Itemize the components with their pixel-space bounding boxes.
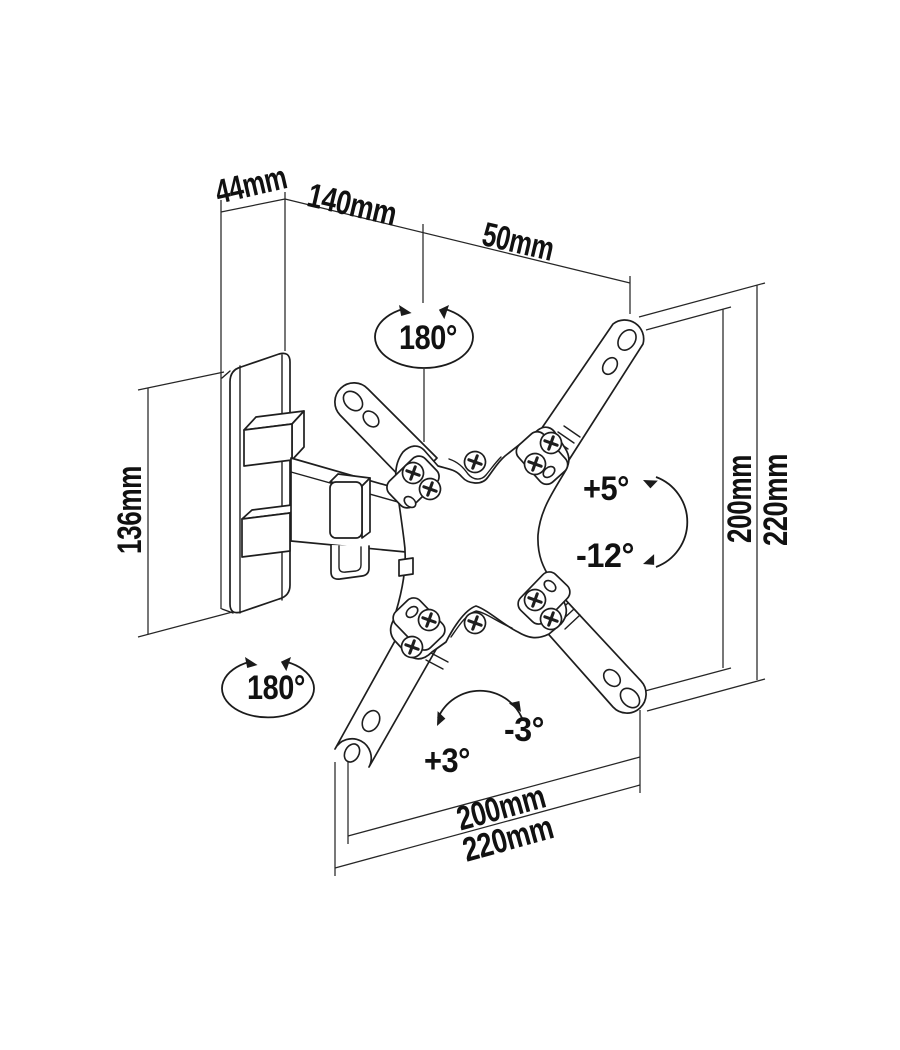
vesa-screws bbox=[400, 431, 563, 659]
dim-line-44mm bbox=[220, 198, 286, 213]
screw-icon bbox=[418, 477, 442, 501]
arm-slot-hole bbox=[619, 687, 641, 709]
wall-plate bbox=[221, 352, 291, 614]
arc-arrow-icon bbox=[280, 657, 291, 672]
arm-slot-hole bbox=[601, 356, 619, 376]
vesa-arm-top-right bbox=[532, 319, 645, 464]
dim-50mm-label: 50mm bbox=[479, 215, 558, 268]
screw-icon bbox=[539, 607, 563, 631]
angle-top-180-label: 180° bbox=[399, 319, 457, 357]
arc-arrow-icon bbox=[643, 480, 658, 489]
ext-line-136-bottom bbox=[137, 609, 241, 638]
pad-slot-hole bbox=[403, 495, 417, 509]
arm-flange-lines bbox=[425, 652, 449, 670]
swivel-bottom-arc bbox=[221, 661, 315, 719]
screw-icon bbox=[539, 431, 563, 455]
angle-minus3-label: -3° bbox=[504, 711, 544, 749]
ext-line-right-bottom-inner bbox=[644, 667, 732, 692]
dim-line-140mm-50mm bbox=[284, 198, 631, 284]
screw-icon bbox=[463, 450, 487, 474]
screw-icon bbox=[401, 461, 425, 485]
ext-line-136-top bbox=[137, 371, 225, 391]
angle-plus3-label: +3° bbox=[424, 742, 470, 780]
arc-arrow-icon bbox=[438, 305, 449, 320]
angle-plus5-label: +5° bbox=[583, 470, 629, 508]
ext-line-right-top-outer bbox=[638, 282, 766, 318]
arm-attachment-tab bbox=[398, 557, 414, 577]
cable-clip-inner bbox=[338, 545, 362, 573]
ext-line-right-bottom-outer bbox=[646, 678, 766, 712]
arc-arrow-icon bbox=[437, 711, 446, 726]
angle-bottom-180-label: 180° bbox=[247, 669, 305, 707]
arc-arrow-icon bbox=[643, 554, 655, 565]
ext-line-right-top-inner bbox=[645, 306, 732, 331]
arm-slot-hole bbox=[343, 743, 361, 763]
arm-collar-side-face bbox=[361, 477, 371, 539]
arm-collar-front-face bbox=[329, 481, 363, 539]
arm-slot-hole bbox=[362, 410, 380, 428]
pad-slot-hole bbox=[543, 579, 557, 593]
plate-bottom-dip-inner-edge bbox=[450, 610, 513, 638]
dim-line-bottom-200mm bbox=[347, 756, 641, 837]
arc-arrow-icon bbox=[399, 305, 412, 316]
dimension-lines bbox=[137, 192, 766, 876]
swivel-top-arc bbox=[374, 308, 474, 369]
wall-plate-side-bottom-edge bbox=[221, 608, 234, 614]
pad-slot-hole bbox=[405, 605, 419, 619]
plate-top-dip-inner-edge bbox=[448, 456, 502, 480]
hinge-block-front-face bbox=[243, 423, 293, 467]
angle-minus12-label: -12° bbox=[576, 537, 634, 575]
dim-44mm-label: 44mm bbox=[212, 158, 291, 211]
tilt-arc bbox=[655, 476, 689, 568]
dim-right-220mm-label: 220mm bbox=[757, 454, 795, 546]
arc-arrow-icon bbox=[508, 700, 521, 712]
cable-clip-outer bbox=[330, 544, 370, 580]
rotation-arcs bbox=[221, 305, 689, 726]
dim-140mm-label: 140mm bbox=[304, 176, 400, 233]
screw-icon bbox=[523, 588, 547, 612]
screw-icon bbox=[463, 611, 487, 635]
hinge-lower-front-face bbox=[241, 512, 291, 558]
wall-plate-side-top-edge bbox=[221, 370, 231, 379]
arc-arrow-icon bbox=[245, 657, 258, 668]
screw-icon bbox=[523, 452, 547, 476]
dim-right-200mm-label: 200mm bbox=[721, 455, 759, 543]
screw-icon bbox=[400, 635, 424, 659]
pad-slot-hole bbox=[542, 465, 556, 479]
arm-slot-hole bbox=[361, 709, 381, 733]
wall-plate-front-face bbox=[229, 352, 291, 614]
dim-136mm-label: 136mm bbox=[111, 466, 149, 554]
arm-slot-hole bbox=[602, 668, 622, 688]
dim-line-bottom-220mm bbox=[334, 784, 641, 869]
screw-icon bbox=[417, 608, 441, 632]
arm-slot-hole bbox=[342, 390, 364, 412]
